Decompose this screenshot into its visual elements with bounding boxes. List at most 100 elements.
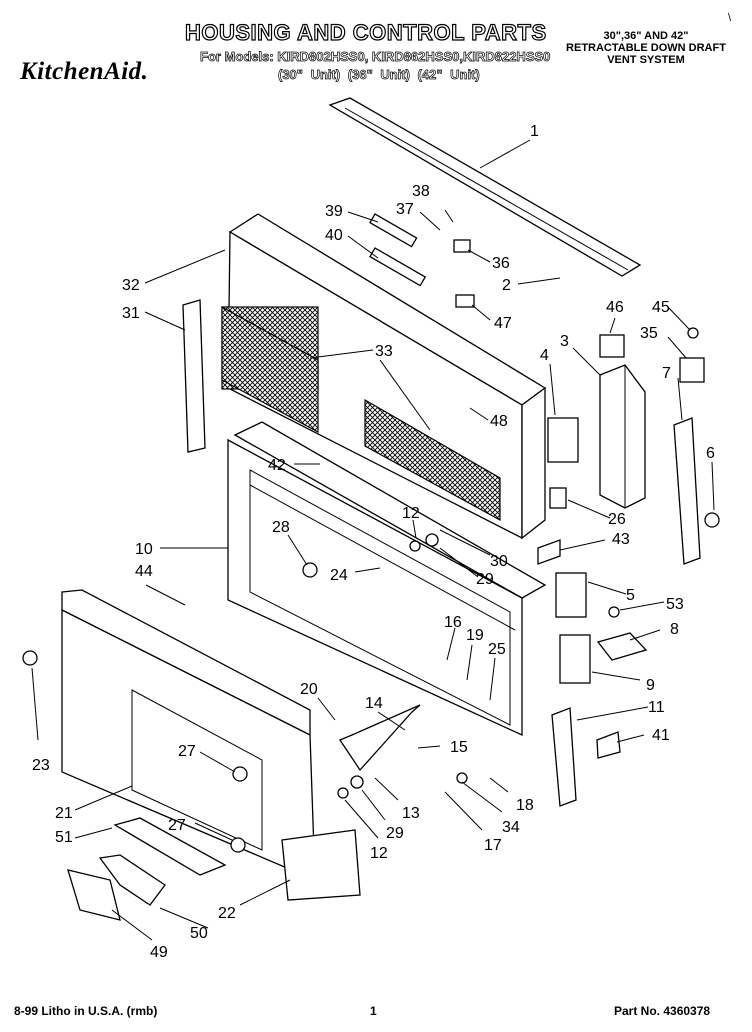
system-desc-line: RETRACTABLE DOWN DRAFT	[566, 42, 726, 54]
footer-litho: 8-99 Litho in U.S.A. (rmb)	[14, 1004, 158, 1018]
callout-9: 9	[646, 677, 655, 694]
callout-21: 21	[55, 805, 73, 822]
callout-53: 53	[666, 596, 684, 613]
callout-13: 13	[402, 805, 420, 822]
model-list: For Models: KIRD802HSS0, KIRD862HSS0,KIR…	[200, 49, 551, 65]
part-7-right-strip	[673, 417, 701, 565]
callout-labels: 1 38 39 37 40 36 2 32 31 47 46 45 33 35 …	[32, 123, 715, 961]
system-description: 30",36" AND 42" RETRACTABLE DOWN DRAFT V…	[566, 30, 726, 66]
callout-33: 33	[375, 343, 393, 360]
part-31-side-strip	[182, 299, 206, 453]
part-27-nut-a	[232, 766, 248, 782]
callout-8: 8	[670, 621, 679, 638]
callout-1: 1	[530, 123, 539, 140]
callout-17: 17	[484, 837, 502, 854]
callout-27-a: 27	[178, 743, 196, 760]
callout-20: 20	[300, 681, 318, 698]
callout-40: 40	[325, 227, 343, 244]
callout-10: 10	[135, 541, 153, 558]
callout-32: 32	[122, 277, 140, 294]
callout-27-b: 27	[168, 817, 186, 834]
part-4-switch	[547, 417, 579, 463]
callout-36: 36	[492, 255, 510, 272]
callout-38: 38	[412, 183, 430, 200]
part-11-bracket	[551, 707, 577, 807]
part-27-nut-b	[230, 837, 246, 853]
callout-26: 26	[608, 511, 626, 528]
part-12-washer-a	[409, 540, 421, 552]
callout-50: 50	[190, 925, 208, 942]
callout-24: 24	[330, 567, 348, 584]
callout-6: 6	[706, 445, 715, 462]
callout-43: 43	[612, 531, 630, 548]
part-23-nut	[22, 650, 38, 666]
part-28-spring	[302, 562, 318, 578]
part-21-front-panel	[61, 589, 316, 881]
leader-lines	[31, 139, 715, 941]
callout-49: 49	[150, 944, 168, 961]
callout-29-b: 29	[386, 825, 404, 842]
part-26-clip	[549, 487, 567, 509]
callout-3: 3	[560, 333, 569, 350]
corner-mark: \	[728, 12, 732, 24]
part-9-plate	[559, 634, 591, 684]
callout-51: 51	[55, 829, 73, 846]
part-3-blower	[599, 364, 646, 509]
callout-16: 16	[444, 614, 462, 631]
part-41-bracket	[596, 731, 621, 759]
footer-page-number: 1	[370, 1004, 377, 1018]
part-6-cap	[704, 512, 720, 528]
callout-46: 46	[606, 299, 624, 316]
part-51-shield	[113, 817, 227, 876]
callout-14: 14	[365, 695, 383, 712]
part-32-housing-panel	[221, 213, 547, 540]
brand-logo: KitchenAid.	[20, 58, 149, 85]
callout-48: 48	[490, 413, 508, 430]
part-14-link	[339, 704, 421, 772]
part-22-board	[281, 829, 361, 901]
part-36-clip	[453, 239, 471, 253]
callout-22: 22	[218, 905, 236, 922]
callout-25: 25	[488, 641, 506, 658]
part-1-top-trim	[328, 97, 642, 277]
part-12-washer-b	[337, 787, 349, 799]
callout-42: 42	[268, 457, 286, 474]
part-10-frame	[227, 421, 547, 737]
callout-31: 31	[122, 305, 140, 322]
callout-45: 45	[652, 299, 670, 316]
callout-19: 19	[466, 627, 484, 644]
footer-part-number: Part No. 4360378	[614, 1004, 711, 1018]
part-50-shield	[98, 854, 166, 906]
callout-29: 29	[476, 571, 494, 588]
part-53-screw	[608, 606, 620, 618]
callout-2: 2	[502, 277, 511, 294]
callout-44: 44	[135, 563, 153, 580]
page-title: HOUSING AND CONTROL PARTS	[184, 19, 547, 45]
part-35-connector	[679, 357, 705, 383]
part-29-washer-b	[350, 775, 364, 789]
callout-4: 4	[540, 347, 549, 364]
callout-41: 41	[652, 727, 670, 744]
callout-5: 5	[626, 587, 635, 604]
callout-7: 7	[662, 365, 671, 382]
part-29-washer-a	[425, 533, 439, 547]
part-45-screw	[687, 327, 699, 339]
callout-37: 37	[396, 201, 414, 218]
part-34-washer	[456, 772, 468, 784]
callout-34: 34	[502, 819, 520, 836]
part-5-plate	[555, 572, 587, 618]
system-desc-line: 30",36" AND 42"	[603, 30, 689, 42]
unit-sizes: (30" Unit) (36" Unit) (42" Unit)	[278, 67, 480, 83]
callout-28: 28	[272, 519, 290, 536]
part-49-cover	[67, 869, 121, 921]
callout-47: 47	[494, 315, 512, 332]
part-8-pad	[596, 632, 648, 661]
system-desc-line: VENT SYSTEM	[607, 54, 685, 66]
callout-11: 11	[648, 699, 665, 716]
callout-12: 12	[402, 505, 420, 522]
callout-23: 23	[32, 757, 50, 774]
callout-30: 30	[490, 553, 508, 570]
callout-35: 35	[640, 325, 658, 342]
callout-12-b: 12	[370, 845, 388, 862]
